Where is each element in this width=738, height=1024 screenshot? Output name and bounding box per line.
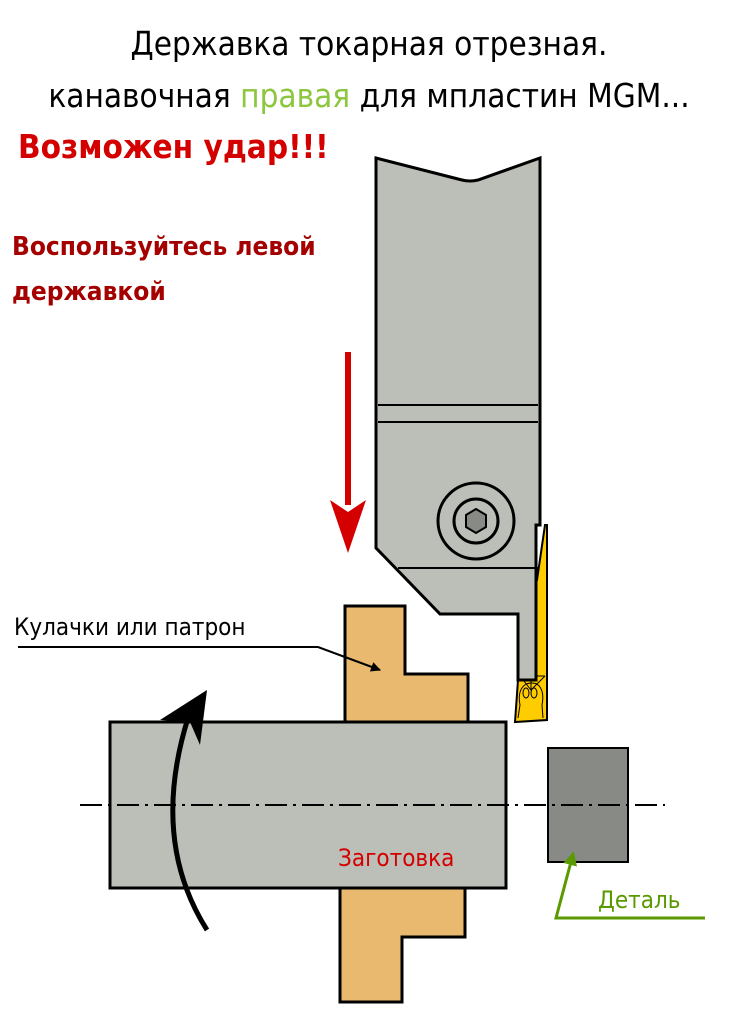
warning-text: Возможен удар!!! [18, 127, 329, 166]
chuck-leader-line [18, 646, 381, 672]
chuck-jaw-bottom [338, 886, 467, 1004]
highlight-right: правая [240, 76, 350, 115]
title-line-2: канавочная правая для мпластин MGM... [48, 76, 689, 115]
part-leader-line [554, 851, 705, 920]
workpiece-label: Заготовка [338, 844, 454, 872]
advice-line-1: Воспользуйтесь левой [12, 232, 316, 262]
title-line-1: Державка токарная отрезная. [131, 24, 608, 63]
chuck-label: Кулачки или патрон [14, 613, 246, 641]
feed-arrow-icon [330, 352, 366, 553]
rotation-arrow-icon [160, 690, 210, 932]
part-label: Деталь [598, 886, 681, 914]
tool-holder [374, 155, 542, 682]
advice-line-2: державкой [12, 277, 166, 307]
screw-icon [436, 481, 516, 561]
